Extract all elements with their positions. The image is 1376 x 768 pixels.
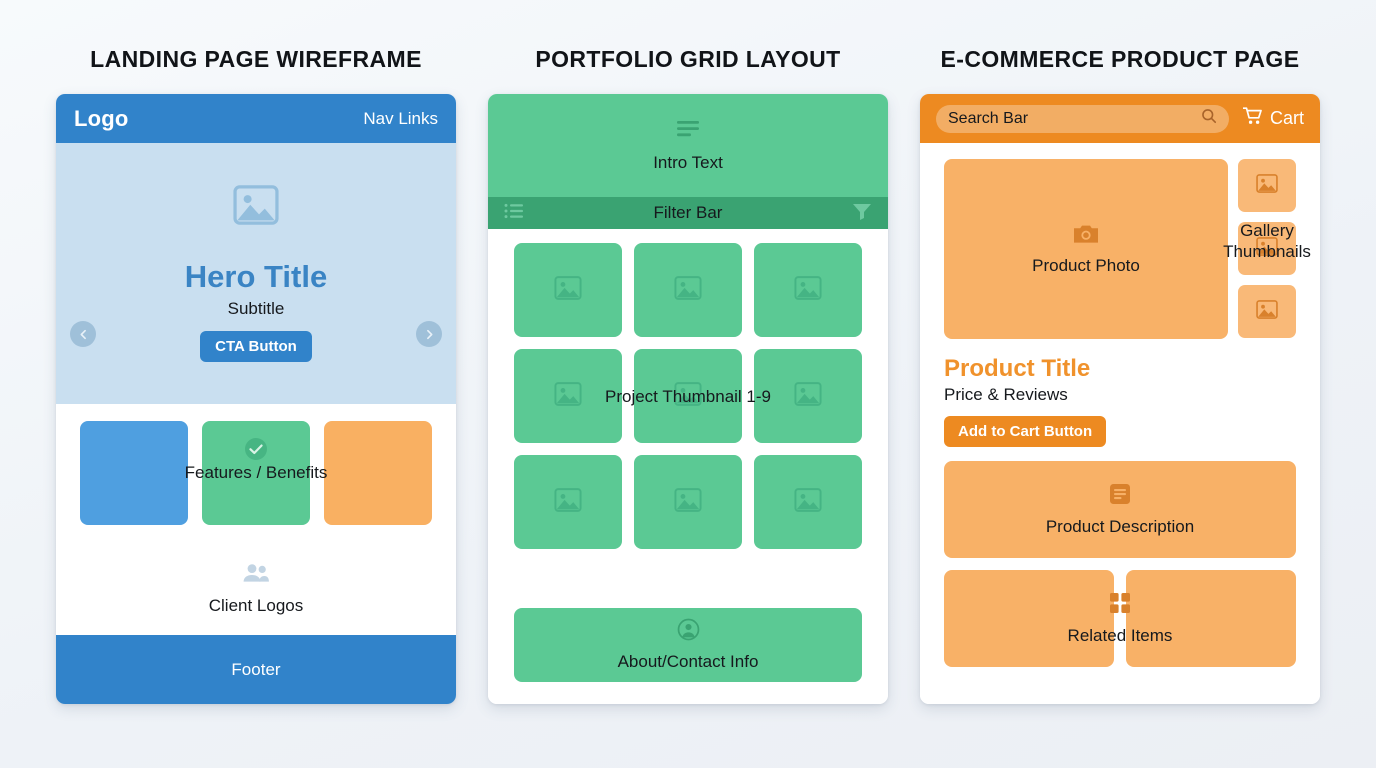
product-photo[interactable]: Product Photo (944, 159, 1228, 339)
page-title-landing: LANDING PAGE WIREFRAME (90, 46, 422, 72)
gallery-thumbnail[interactable] (1238, 159, 1296, 212)
image-placeholder-icon (554, 381, 582, 411)
gallery-thumbnail[interactable] (1238, 222, 1296, 275)
image-placeholder-icon (794, 275, 822, 305)
filter-bar-label: Filter Bar (653, 203, 723, 222)
intro-section: Intro Text (488, 94, 888, 197)
client-logos-label: Client Logos (208, 595, 304, 615)
project-thumbnail[interactable] (634, 243, 742, 337)
about-contact-section: About/Contact Info (488, 594, 888, 704)
funnel-icon[interactable] (852, 202, 872, 225)
search-input[interactable]: Search Bar (936, 104, 1229, 133)
column-landing-page: LANDING PAGE WIREFRAME Logo Nav Links (56, 46, 456, 768)
gallery-thumbnail[interactable] (1238, 285, 1296, 338)
product-description-box: Product Description (944, 461, 1296, 558)
project-thumbnail[interactable] (634, 349, 742, 443)
column-portfolio-grid: PORTFOLIO GRID LAYOUT Intro Text (488, 46, 888, 768)
related-item-box[interactable] (1126, 570, 1296, 667)
nav-links[interactable]: Nav Links (363, 108, 438, 128)
logo[interactable]: Logo (74, 105, 129, 131)
image-placeholder-icon (1256, 236, 1278, 261)
image-placeholder-icon (233, 185, 279, 230)
landing-nav-bar: Logo Nav Links (56, 94, 456, 143)
project-thumbnail[interactable] (754, 349, 862, 443)
image-placeholder-icon (674, 275, 702, 305)
related-items-section: Related Items (944, 570, 1296, 667)
image-placeholder-icon (554, 275, 582, 305)
cart-button[interactable]: Cart (1242, 107, 1304, 130)
image-placeholder-icon (674, 487, 702, 517)
ecommerce-card: Search Bar Cart (920, 94, 1320, 704)
product-price-reviews: Price & Reviews (944, 385, 1068, 404)
ecommerce-body: Product Photo Gallery Thumbnails Product… (920, 143, 1320, 704)
ecommerce-header: Search Bar Cart (920, 94, 1320, 143)
chevron-right-icon[interactable] (416, 321, 442, 347)
feature-box-blue[interactable] (80, 421, 188, 525)
cart-label: Cart (1269, 108, 1304, 128)
search-input-value: Search Bar (948, 109, 1029, 127)
about-contact-box[interactable]: About/Contact Info (514, 608, 862, 682)
related-item-box[interactable] (944, 570, 1114, 667)
project-thumbnail[interactable] (754, 243, 862, 337)
page-title-portfolio: PORTFOLIO GRID LAYOUT (535, 46, 841, 72)
client-logos-section: Client Logos (56, 542, 456, 635)
camera-icon (1073, 223, 1099, 250)
project-thumbnail[interactable] (634, 455, 742, 549)
image-placeholder-icon (794, 381, 822, 411)
footer: Footer (56, 635, 456, 704)
product-title: Product Title (944, 355, 1091, 382)
portfolio-grid-card: Intro Text Filter Bar (488, 94, 888, 704)
product-photo-label: Product Photo (1032, 255, 1140, 275)
text-lines-icon (675, 119, 701, 144)
hero-title: Hero Title (184, 258, 328, 294)
product-gallery: Product Photo Gallery Thumbnails (944, 159, 1311, 339)
project-thumbnail[interactable] (514, 349, 622, 443)
about-contact-label: About/Contact Info (617, 652, 759, 671)
search-icon[interactable] (1201, 108, 1217, 129)
cta-button[interactable]: CTA Button (200, 331, 312, 363)
gallery-thumbnails (1238, 159, 1296, 339)
list-icon[interactable] (504, 203, 524, 224)
landing-page-card: Logo Nav Links Hero Title (56, 94, 456, 704)
product-description-label: Product Description (1045, 516, 1195, 536)
column-ecommerce: E-COMMERCE PRODUCT PAGE Search Bar (920, 46, 1320, 768)
people-icon (242, 562, 270, 589)
project-thumbnail[interactable] (514, 243, 622, 337)
features-section: Features / Benefits (56, 404, 456, 542)
intro-text-label: Intro Text (653, 152, 723, 172)
project-thumbnail[interactable] (754, 455, 862, 549)
project-thumbnail[interactable] (514, 455, 622, 549)
image-placeholder-icon (554, 487, 582, 517)
chevron-left-icon[interactable] (70, 321, 96, 347)
document-lines-icon (1109, 483, 1131, 510)
image-placeholder-icon (1256, 299, 1278, 324)
image-placeholder-icon (674, 381, 702, 411)
feature-box-orange[interactable] (324, 421, 432, 525)
hero-subtitle: Subtitle (227, 299, 285, 319)
filter-bar[interactable]: Filter Bar (488, 197, 888, 229)
shopping-cart-icon (1242, 107, 1263, 130)
user-circle-icon (677, 618, 700, 646)
image-placeholder-icon (794, 487, 822, 517)
page-title-ecommerce: E-COMMERCE PRODUCT PAGE (940, 46, 1300, 72)
hero-section: Hero Title Subtitle CTA Button (56, 143, 456, 404)
check-circle-icon (244, 437, 268, 466)
image-placeholder-icon (1256, 173, 1278, 198)
add-to-cart-button[interactable]: Add to Cart Button (944, 416, 1107, 447)
feature-box-green[interactable] (202, 421, 310, 525)
project-grid-section: Project Thumbnail 1-9 (488, 229, 888, 594)
project-grid (514, 243, 862, 549)
